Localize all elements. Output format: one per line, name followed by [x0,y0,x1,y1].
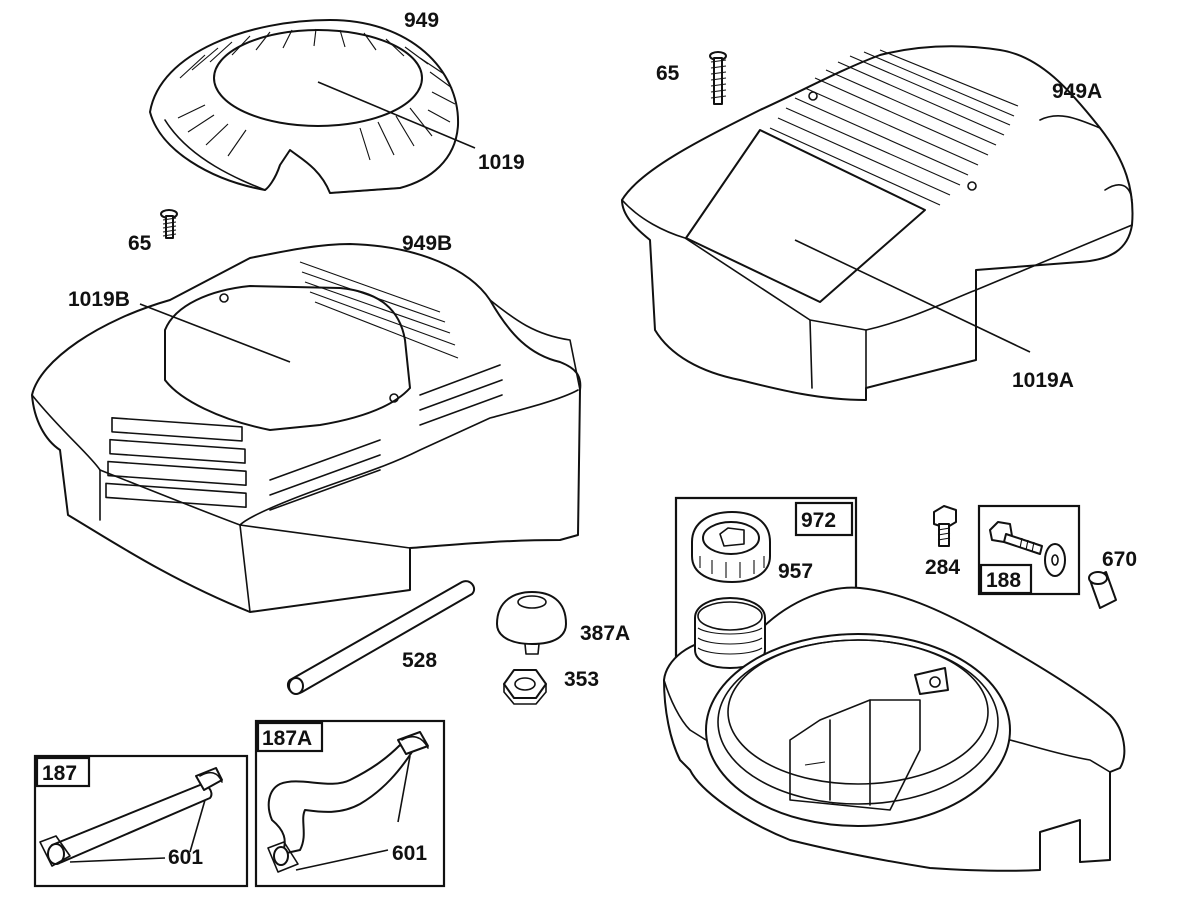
part-284-bolt [933,505,957,547]
label-949: 949 [404,9,439,32]
label-284: 284 [925,556,960,579]
label-670: 670 [1102,548,1137,571]
label-65-left: 65 [128,232,152,255]
part-353-nut [503,669,547,705]
part-fuel-tank-housing [663,586,1126,872]
box-972 [674,496,858,666]
part-957-fuel-cap [691,511,771,583]
label-353: 353 [564,668,599,691]
label-188: 188 [986,569,1021,592]
label-1019B: 1019B [68,288,130,311]
label-187A: 187A [262,727,312,750]
label-528: 528 [402,649,437,672]
label-387A: 387A [580,622,630,645]
part-528-rod [286,580,476,695]
part-949B-shroud [31,243,582,613]
label-601-right: 601 [392,842,427,865]
label-949A: 949A [1052,80,1102,103]
label-1019A: 1019A [1012,369,1074,392]
part-949A-shroud [621,45,1134,401]
label-949B: 949B [402,232,452,255]
box-188 [977,504,1081,596]
label-1019: 1019 [478,151,525,174]
label-972: 972 [801,509,836,532]
part-65-screw-right [709,51,727,105]
part-65-screw-left [160,209,178,239]
part-387A-cap [496,591,567,655]
label-65-right: 65 [656,62,680,85]
box-187 [33,754,249,888]
part-670-bushing [1088,571,1117,609]
label-187: 187 [42,762,77,785]
part-949-grille-cover [149,19,476,194]
label-957: 957 [778,560,813,583]
box-187A [254,719,446,888]
label-601-left: 601 [168,846,203,869]
